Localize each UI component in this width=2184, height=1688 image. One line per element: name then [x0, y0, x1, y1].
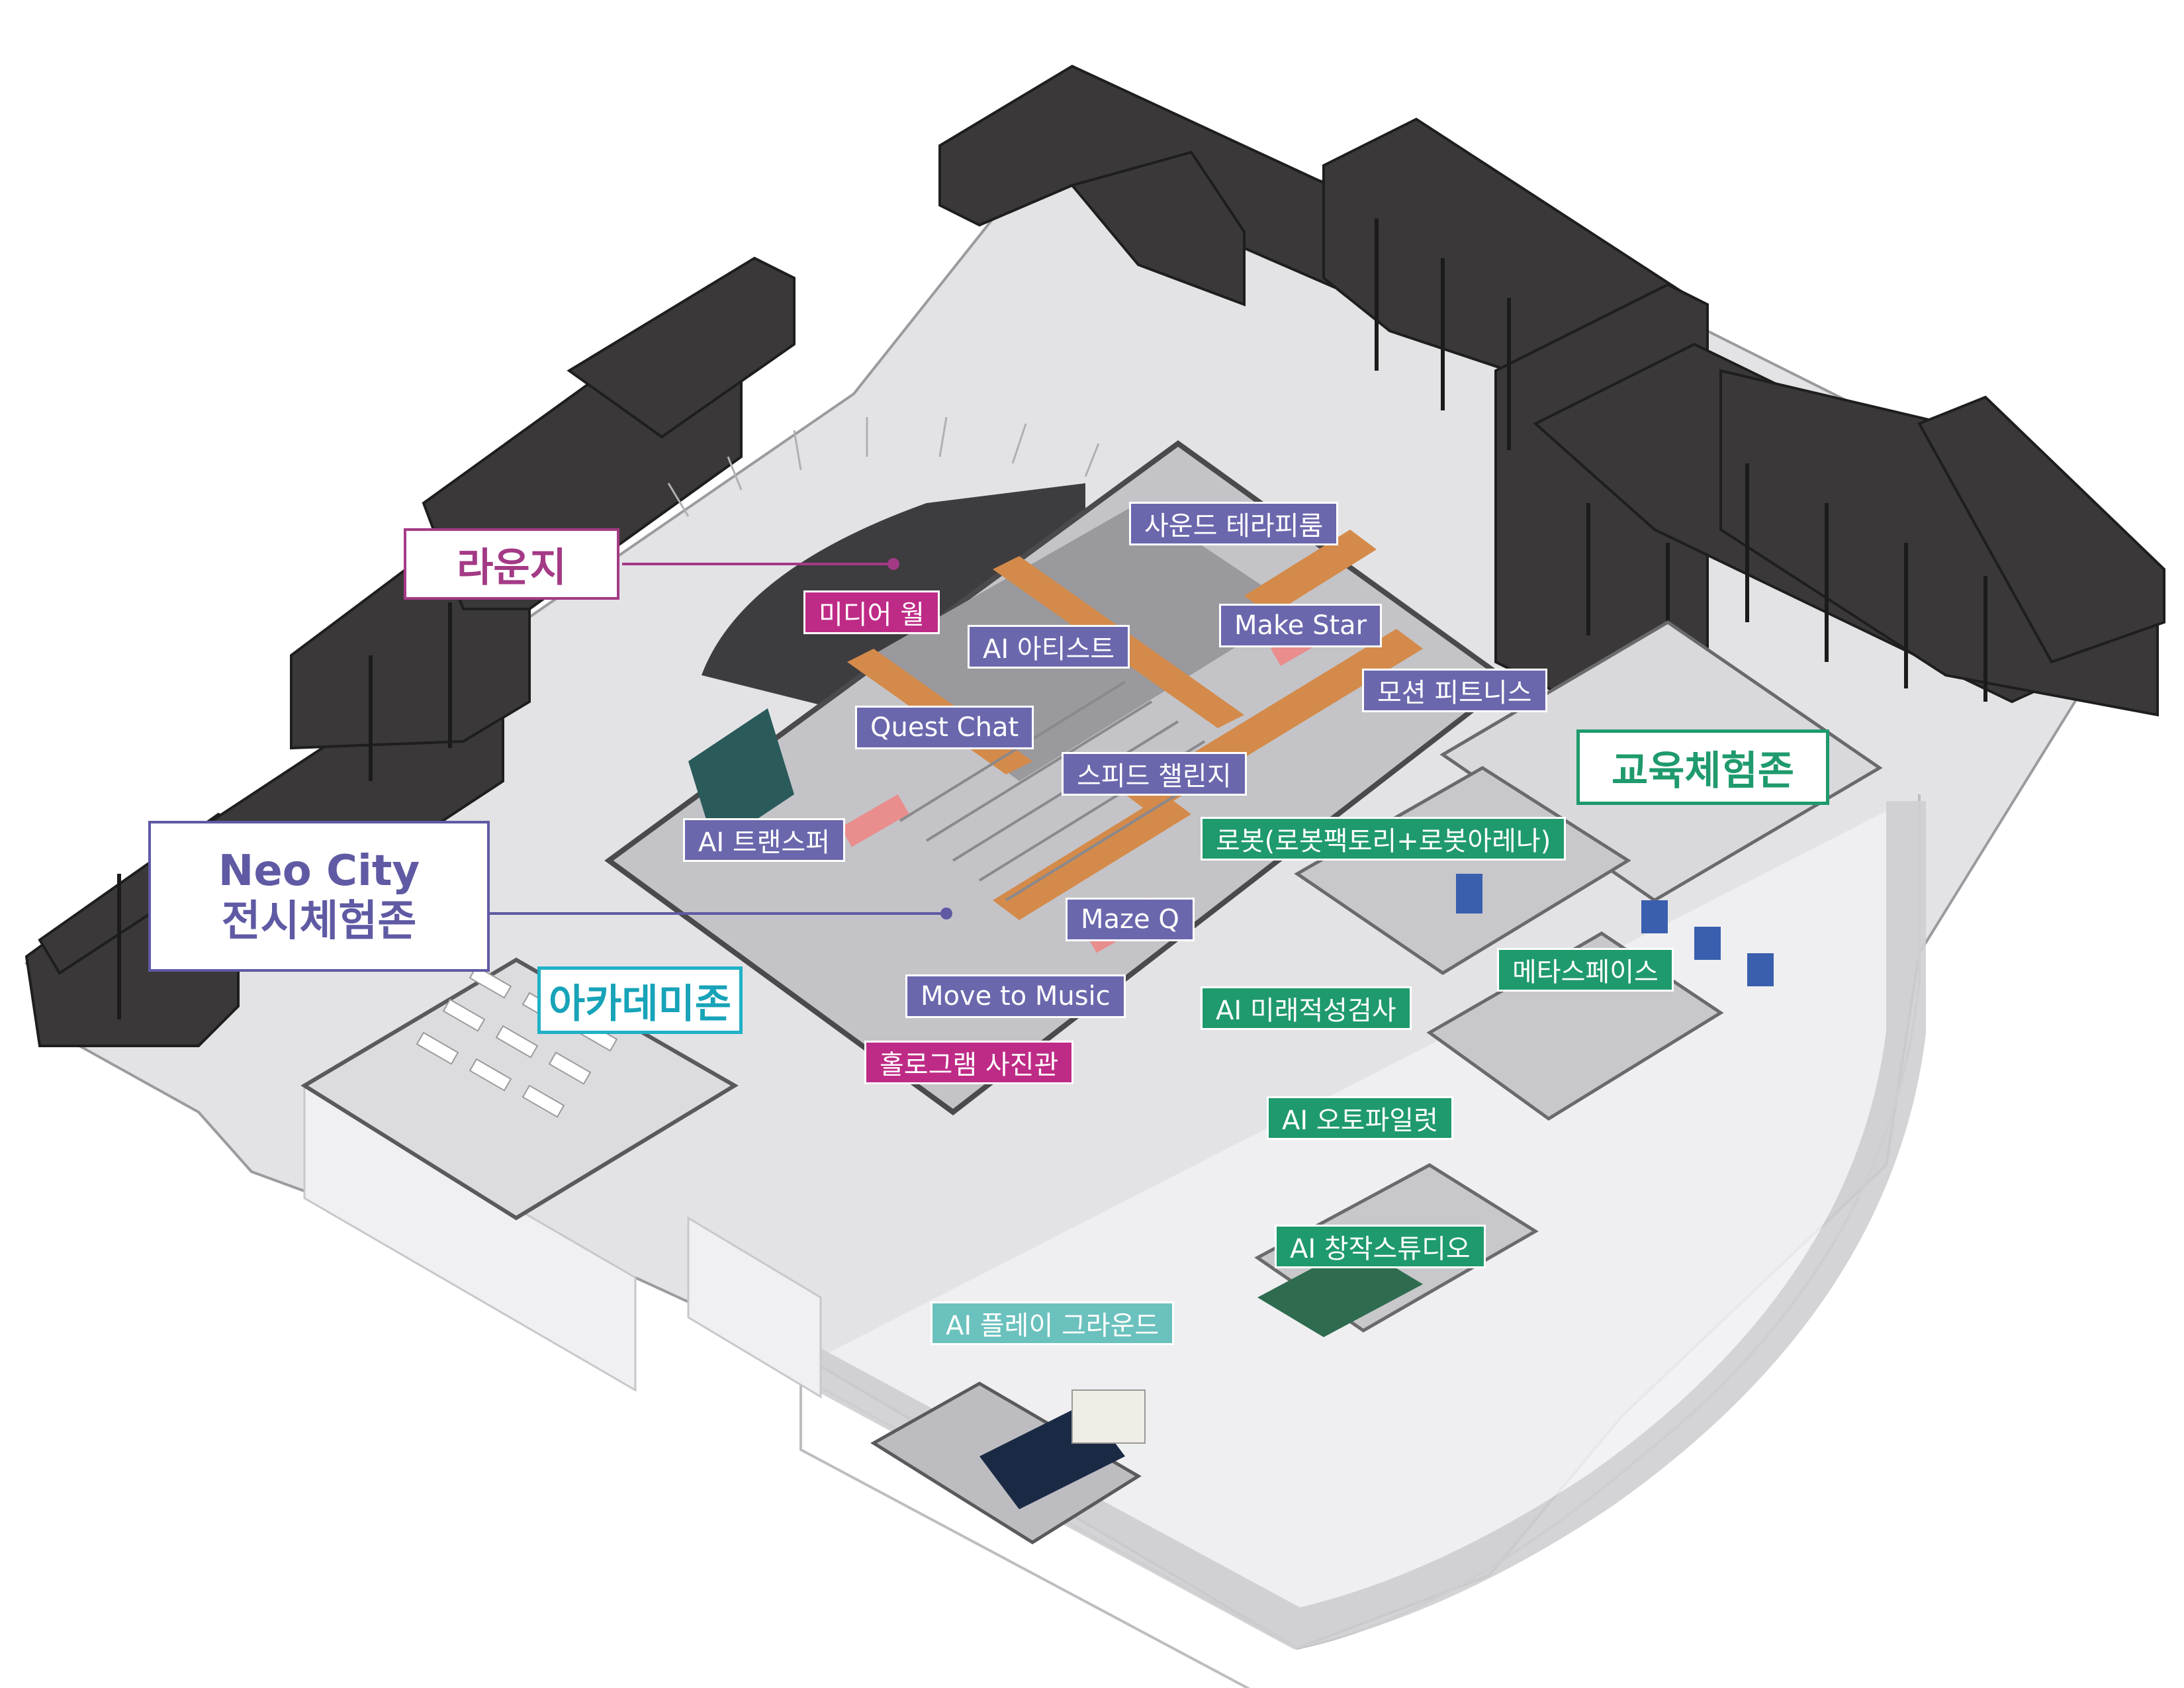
tag-speed-challenge: 스피드 챌린지	[1062, 752, 1247, 796]
tag-move-to-music: Move to Music	[905, 974, 1126, 1018]
lounge-floor-marks	[667, 416, 1100, 517]
tag-ai-playground: AI 플레이 그라운드	[931, 1301, 1175, 1345]
tag-maze-q: Maze Q	[1066, 898, 1195, 941]
room-partitions	[117, 218, 1987, 1019]
callout-lines	[490, 558, 952, 919]
tag-media-wall: 미디어 월	[803, 590, 940, 634]
zone-label-academy: 아카데미존	[537, 966, 743, 1034]
zone-label-neo-city-line1: Neo City	[218, 847, 420, 896]
tag-make-star: Make Star	[1219, 604, 1383, 647]
tag-hologram-photo: 홀로그램 사진관	[864, 1041, 1074, 1084]
tag-robot: 로봇(로봇팩토리+로봇아레나)	[1201, 817, 1567, 861]
zone-label-education: 교육체험존	[1576, 729, 1829, 805]
tag-ai-autopilot: AI 오토파일럿	[1267, 1096, 1453, 1140]
tag-quest-chat: Quest Chat	[855, 706, 1034, 749]
playground-room	[870, 1382, 1146, 1544]
tag-ai-creative-studio: AI 창작스튜디오	[1275, 1225, 1486, 1268]
tag-motion-fitness: 모션 피트니스	[1362, 669, 1547, 712]
back-rooms	[24, 64, 2165, 1047]
tag-ai-transfer: AI 트랜스퍼	[683, 818, 846, 862]
tag-ai-aptitude: AI 미래적성검사	[1201, 986, 1412, 1030]
tag-sound-therapy: 사운드 테라피룸	[1129, 502, 1339, 545]
zone-label-neo-city-line2: 전시체험존	[221, 897, 417, 946]
tag-metaspace: 메타스페이스	[1497, 948, 1674, 992]
zone-label-neo-city: Neo City 전시체험존	[148, 821, 490, 972]
zone-label-lounge: 라운지	[404, 528, 619, 600]
tag-ai-artist: AI 아티스트	[968, 625, 1130, 669]
